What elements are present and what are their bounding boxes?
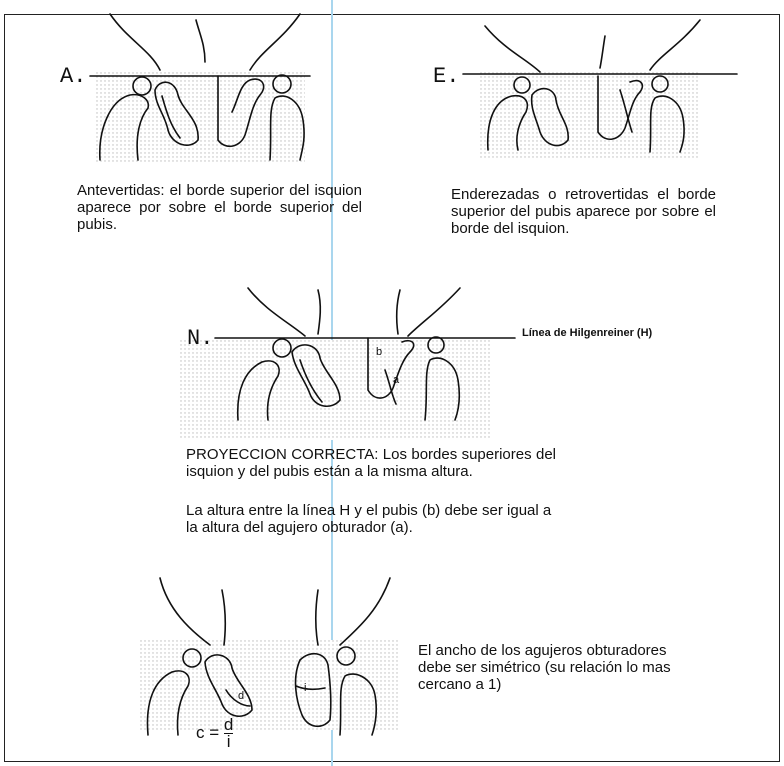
hilgenreiner-line-label: Línea de Hilgenreiner (H) — [522, 327, 652, 339]
panel-a-label: A. — [60, 64, 86, 89]
pelvis-a-drawing — [90, 14, 310, 162]
panel-n-caption: PROYECCION CORRECTA: Los bordes superior… — [186, 446, 556, 480]
formula-fraction: d i — [224, 717, 233, 750]
symmetry-formula: c = d i — [196, 717, 233, 750]
panel-n-label: N. — [187, 326, 213, 351]
panel-e-label: E. — [433, 64, 459, 89]
pelvis-ratio-drawing — [140, 578, 400, 735]
mark-a: a — [393, 374, 399, 386]
mark-d: d — [238, 690, 244, 702]
pelvis-n-drawing — [180, 288, 515, 440]
panel-a-caption: Antevertidas: el borde superior del isqu… — [77, 182, 362, 233]
mark-b: b — [376, 346, 382, 358]
formula-lhs: c = — [196, 723, 219, 742]
panel-n-caption-2: La altura entre la línea H y el pubis (b… — [186, 502, 556, 536]
pelvis-e-drawing — [463, 20, 737, 160]
panel-e-caption: Enderezadas o retrovertidas el borde sup… — [451, 186, 716, 237]
formula-denominator: i — [224, 734, 233, 750]
mark-i: i — [304, 682, 306, 694]
ratio-caption: El ancho de los agujeros obturadores deb… — [418, 642, 678, 693]
